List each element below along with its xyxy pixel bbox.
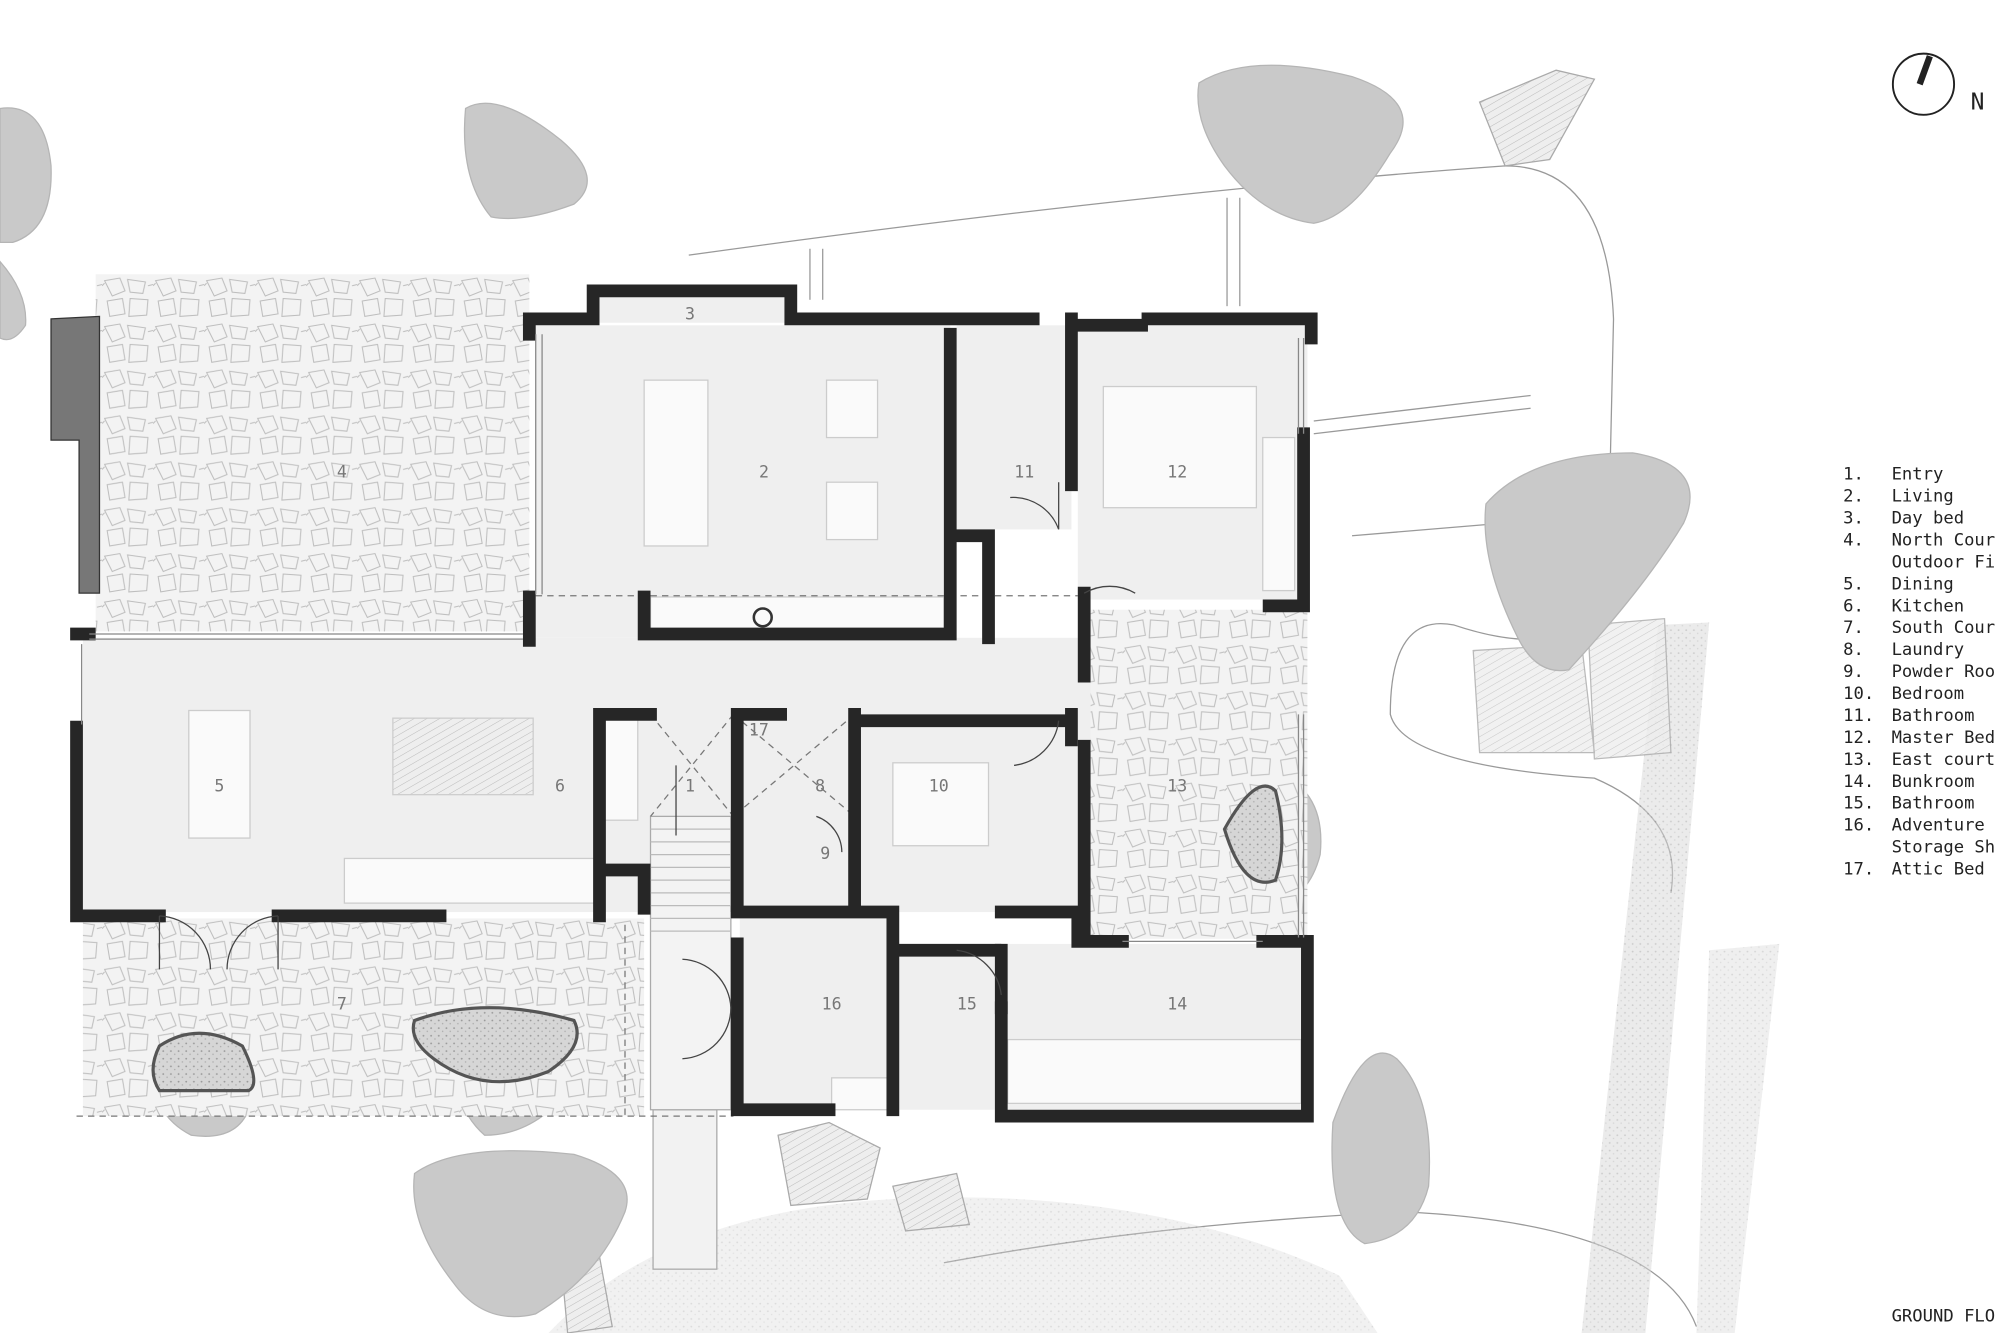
room-2: 2: [759, 463, 769, 482]
legend-number: 14.: [1843, 772, 1874, 792]
room-12: 12: [1167, 463, 1187, 482]
room-1: 1: [685, 777, 695, 796]
legend-label: Powder Roo: [1892, 662, 1996, 682]
east-courtyard: [1090, 609, 1308, 939]
legend-label: East court: [1892, 750, 1996, 770]
room-10: 10: [929, 777, 949, 796]
legend-label: Bathroom: [1892, 706, 1975, 726]
room-14: 14: [1167, 995, 1187, 1014]
legend-number: 6.: [1843, 596, 1864, 616]
legend-number: 5.: [1843, 574, 1864, 594]
room-11: 11: [1014, 463, 1034, 482]
legend-number: 9.: [1843, 662, 1864, 682]
room-7: 7: [337, 995, 347, 1014]
legend-label: Storage Sh: [1892, 838, 1996, 858]
legend-number: 3.: [1843, 509, 1864, 529]
site-context: [548, 69, 1780, 1333]
room-17: 17: [749, 720, 769, 739]
legend-label: South Cour: [1892, 618, 1996, 638]
walls: [70, 284, 1318, 1123]
plan-title: GROUND FLO: [1892, 1306, 1996, 1326]
north-label: N: [1971, 90, 1985, 116]
room-8: 8: [815, 777, 825, 796]
room-legend: 1. Entry 2. Living 3. Day bed 4. North CourOutd…: [1843, 465, 1995, 880]
legend-label: Kitchen: [1892, 596, 1965, 616]
furniture: [188, 379, 1302, 1111]
stair: [649, 815, 732, 1111]
legend-number: 12.: [1843, 728, 1874, 748]
legend-label: Bedroom: [1892, 684, 1965, 704]
north-arrow-icon: [1891, 52, 1956, 116]
legend-number: 10.: [1843, 684, 1874, 704]
north-courtyard: [95, 274, 530, 632]
legend-label: Bathroom: [1892, 794, 1975, 814]
legend-number: 1.: [1843, 465, 1864, 485]
legend-label: Master Bed: [1892, 728, 1996, 748]
legend-number: 8.: [1843, 640, 1864, 660]
legend-number: 16.: [1843, 816, 1874, 836]
room-9: 9: [820, 844, 830, 863]
legend-label: Entry: [1892, 465, 1944, 485]
room-13: 13: [1167, 777, 1187, 796]
legend-number: 11.: [1843, 706, 1874, 726]
room-4: 4: [337, 463, 347, 482]
legend-label: Day bed: [1892, 509, 1965, 529]
legend-label: Attic Bed: [1892, 860, 1985, 880]
legend-label: Dining: [1892, 574, 1954, 594]
legend-label: Outdoor Fi: [1892, 552, 1996, 572]
legend-number: 15.: [1843, 794, 1874, 814]
legend-number: 7.: [1843, 618, 1864, 638]
legend-number: 4.: [1843, 530, 1864, 550]
room-16: 16: [822, 995, 842, 1014]
legend-label: Laundry: [1892, 640, 1965, 660]
legend-label: Adventure: [1892, 816, 1985, 836]
legend-number: 13.: [1843, 750, 1874, 770]
room-3: 3: [685, 305, 695, 324]
legend-label: Bunkroom: [1892, 772, 1975, 792]
legend-label: North Cour: [1892, 530, 1996, 550]
room-labels: 1 2 3 4 5 6 7 8 9 10 11 12 13 14 15 16 1…: [214, 305, 1187, 1014]
legend-label: Living: [1892, 487, 1954, 507]
legend-number: 17.: [1843, 860, 1874, 880]
legend-number: 2.: [1843, 487, 1864, 507]
room-15: 15: [957, 995, 977, 1014]
room-6: 6: [555, 777, 565, 796]
room-5: 5: [214, 777, 224, 796]
